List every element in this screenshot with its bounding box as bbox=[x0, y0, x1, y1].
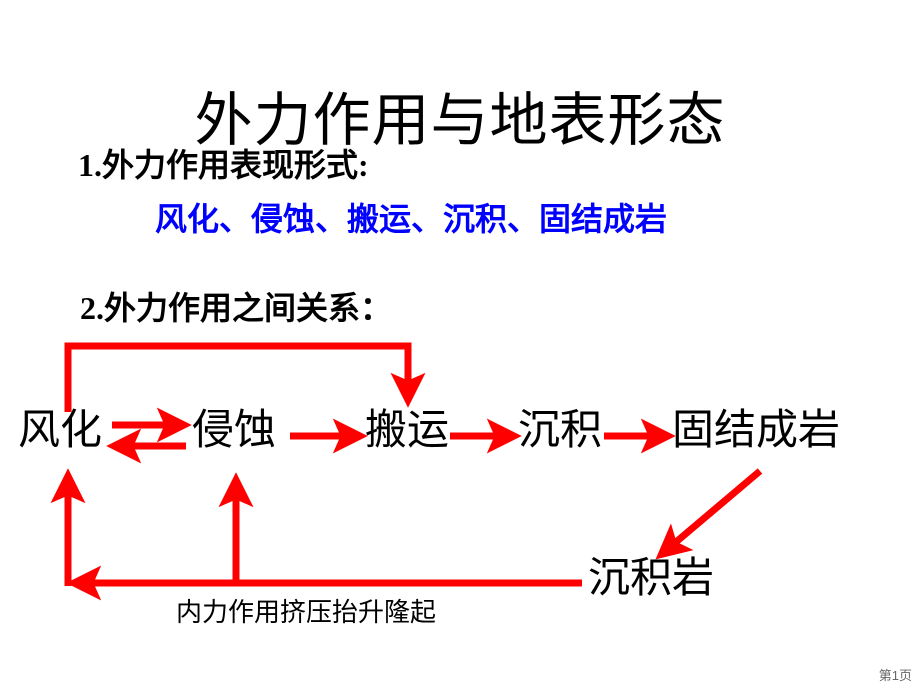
diagram-node-qinshi: 侵蚀 bbox=[192, 408, 277, 454]
arrow-chenjiyan-to-fenghua-loop bbox=[50, 468, 582, 601]
diagram-caption-internal-force: 内力作用挤压抬升隆起 bbox=[176, 598, 437, 627]
section-2-heading: 2.外力作用之间关系： bbox=[80, 290, 393, 326]
external-force-forms-list: 风化、侵蚀、搬运、沉积、固结成岩 bbox=[155, 201, 668, 237]
diagram-node-chenji: 沉积 bbox=[518, 408, 603, 454]
arrow-fenghua-to-banyun-loop bbox=[64, 342, 426, 412]
diagram-node-gujie: 固结成岩 bbox=[672, 408, 841, 454]
page-number-label: 第1页 bbox=[878, 668, 912, 683]
section-1-heading: 1.外力作用表现形式: bbox=[78, 147, 369, 183]
diagram-node-banyun: 搬运 bbox=[365, 408, 450, 454]
diagram-node-fenghua: 风化 bbox=[18, 408, 103, 454]
arrow-gujie-to-chenjiyan bbox=[655, 468, 763, 560]
page-title: 外力作用与地表形态 bbox=[194, 87, 726, 153]
diagram-node-chenjiyan: 沉积岩 bbox=[588, 556, 715, 602]
arrow-fenghua-qinshi-double bbox=[106, 407, 192, 464]
